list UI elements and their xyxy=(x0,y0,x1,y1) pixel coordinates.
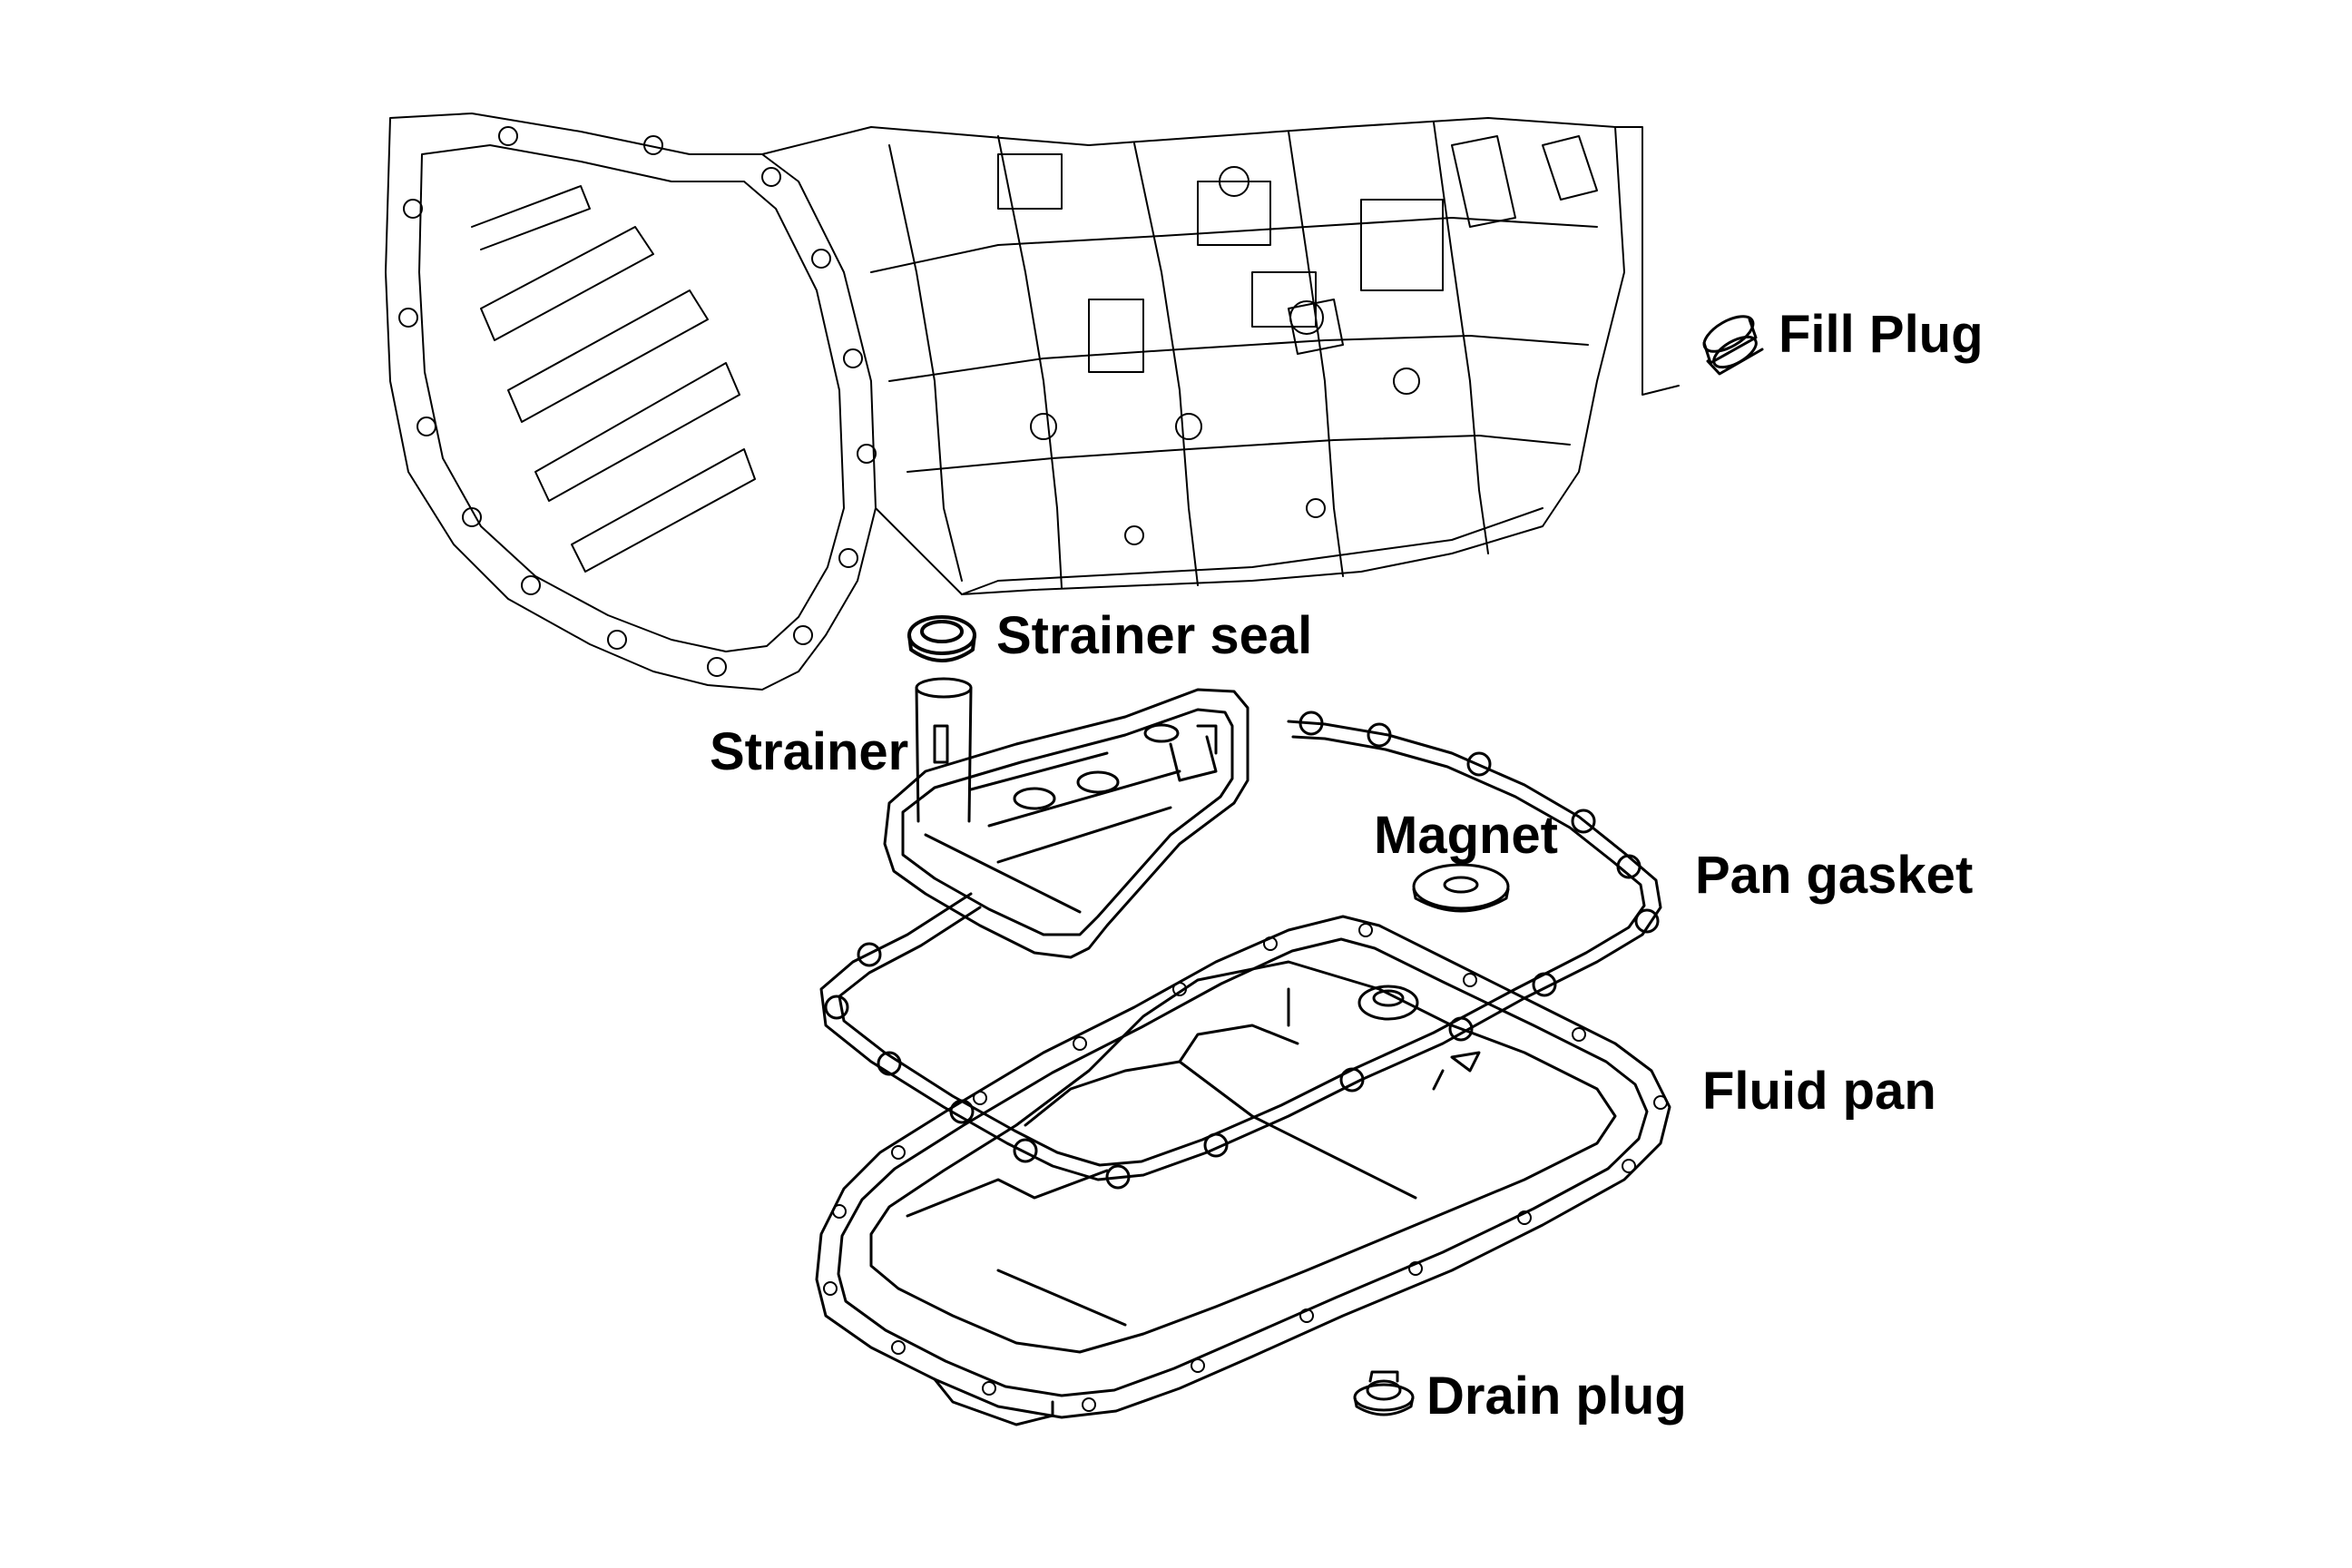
transmission-housing xyxy=(385,113,1680,691)
magnet-label: Magnet xyxy=(1374,806,1558,865)
strainer xyxy=(883,677,1250,959)
strainer-seal-label: Strainer seal xyxy=(996,606,1313,665)
fill-plug xyxy=(1702,315,1764,376)
fluid-pan xyxy=(815,915,1671,1426)
pan-gasket xyxy=(819,710,1662,1190)
strainer-label: Strainer xyxy=(710,722,909,781)
pan-gasket-label: Pan gasket xyxy=(1695,846,1974,905)
fluid-pan-label: Fluid pan xyxy=(1702,1062,1936,1121)
strainer-seal xyxy=(907,615,976,662)
magnet xyxy=(1412,863,1510,913)
fill-plug-label: Fill Plug xyxy=(1779,305,1984,364)
drain-plug-label: Drain plug xyxy=(1426,1367,1687,1426)
drain-plug xyxy=(1353,1370,1415,1416)
